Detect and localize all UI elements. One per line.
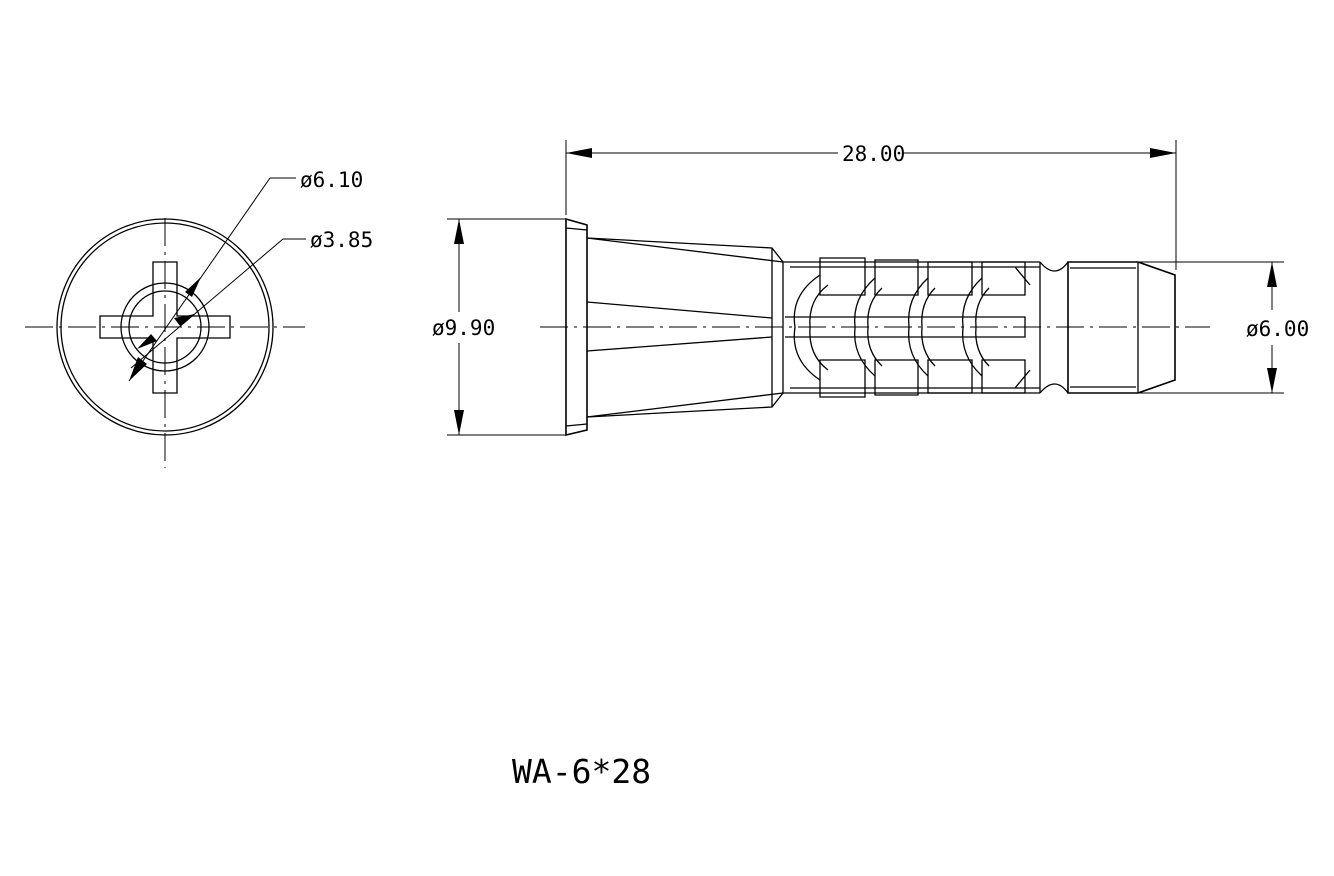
side-view	[540, 217, 1210, 437]
label-dia-3-85: ø3.85	[310, 228, 373, 252]
label-body-dia: ø6.00	[1246, 317, 1309, 341]
rib-upper-3	[927, 261, 973, 296]
dimension-head-dia: ø9.90	[432, 218, 566, 436]
arrow-length-right	[1150, 148, 1176, 158]
rib-curve-2	[854, 277, 876, 377]
head-flange-edge	[565, 227, 588, 231]
rib-lower-4-chamfer	[1014, 369, 1031, 389]
rib-upper-4	[981, 261, 1026, 296]
collar-fin-4	[586, 392, 784, 418]
head-flange	[565, 217, 588, 437]
rib-curve-4	[961, 277, 983, 377]
part-number: WA-6*28	[512, 752, 651, 791]
collar-fin-2	[586, 336, 773, 352]
arrow-length-left	[566, 148, 592, 158]
tapered-collar	[586, 237, 784, 418]
rib-upper-4-chamfer	[1014, 266, 1031, 286]
rib-curve-3b	[921, 287, 936, 367]
front-view: ø6.10 ø3.85	[25, 168, 373, 468]
cross-slot	[99, 261, 231, 394]
head-flange-edge-lower	[565, 423, 588, 427]
arrow-dia-3-85-lower	[137, 334, 157, 349]
arrow-dia-6-10-upper	[185, 277, 201, 297]
front-inner-circle-small	[128, 290, 202, 364]
rib-upper-1	[819, 257, 866, 296]
label-length: 28.00	[842, 142, 905, 166]
rib-curve-1b	[809, 284, 829, 371]
rib-curve-1	[793, 274, 821, 381]
neck-groove	[1039, 261, 1069, 394]
arrow-body-bottom	[1267, 368, 1277, 393]
label-head-dia: ø9.90	[432, 316, 495, 340]
rib-lower-3	[927, 359, 973, 394]
rib-curve-2b	[867, 287, 883, 367]
leader-dia-3-85	[130, 238, 284, 369]
front-inner-circle-large	[120, 282, 210, 372]
front-outer-circle	[56, 218, 274, 436]
arrow-dia-3-85-upper	[174, 314, 195, 326]
label-dia-6-10: ø6.10	[300, 168, 363, 192]
arrow-dia-6-10-lower	[129, 357, 147, 381]
rib-lower-1	[819, 359, 866, 398]
rib-curve-3	[907, 277, 929, 377]
rib-lower-4	[981, 359, 1026, 394]
dimension-length: 28.00	[565, 140, 1177, 270]
rib-lower-2	[874, 359, 919, 396]
arrow-body-top	[1267, 262, 1277, 287]
front-rim-circle	[60, 222, 270, 432]
rib-upper-2	[874, 259, 919, 296]
rib-curve-4b	[975, 287, 990, 367]
collar-fin-3	[586, 237, 784, 263]
arrow-head-top	[454, 219, 464, 244]
dimension-body-dia: ø6.00	[1138, 261, 1309, 394]
arrow-head-bottom	[454, 410, 464, 435]
collar-fin-1	[586, 301, 773, 319]
expansion-slot	[785, 316, 1026, 338]
